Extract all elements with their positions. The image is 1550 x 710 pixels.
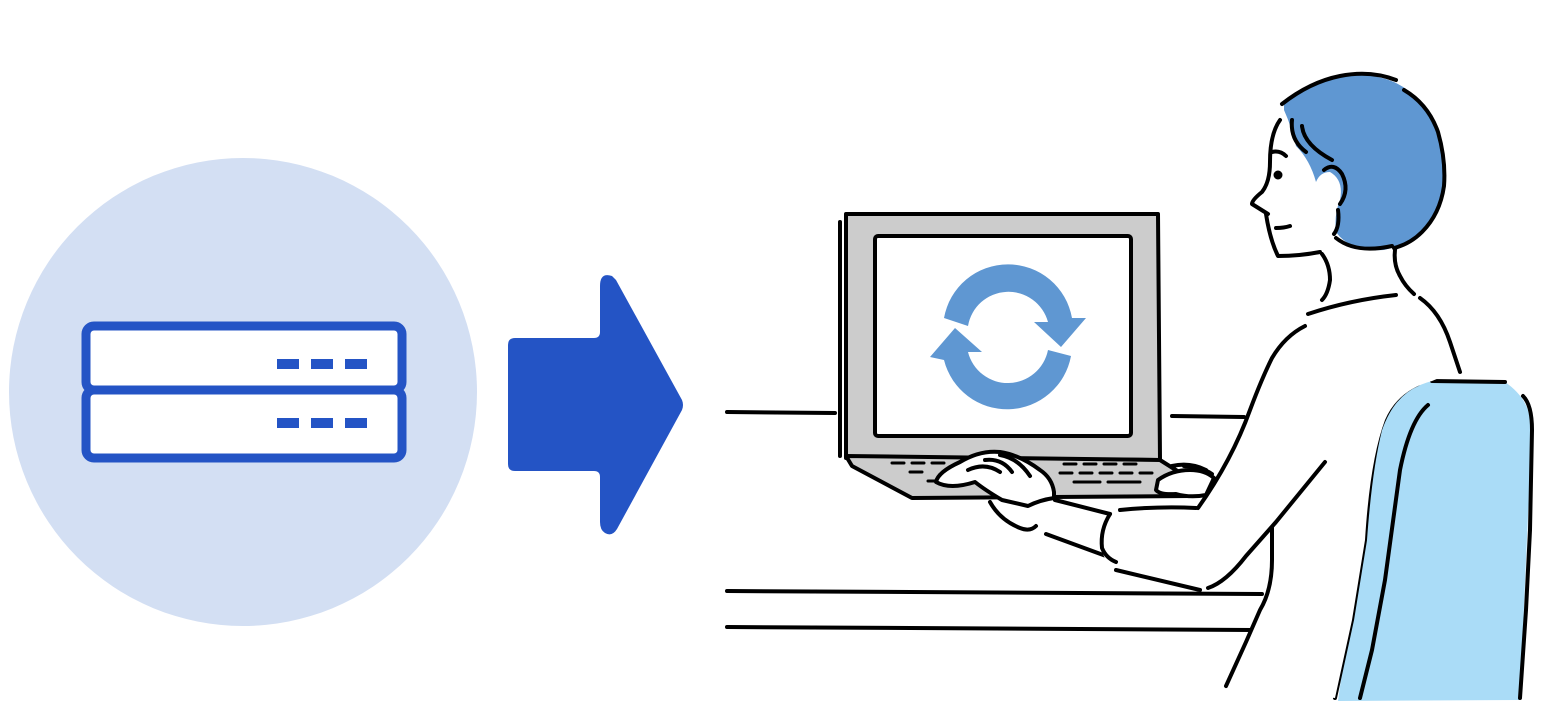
server-unit-top — [81, 321, 407, 395]
laptop-screen — [873, 234, 1133, 438]
sync-icon — [930, 264, 1086, 410]
server-unit-bottom — [81, 385, 407, 463]
right-hand — [1154, 468, 1216, 499]
right-arrow-icon — [508, 275, 683, 535]
server-icon — [81, 321, 407, 463]
desk — [725, 410, 1264, 632]
torso — [1101, 294, 1458, 698]
person-at-laptop — [725, 71, 1534, 701]
hair — [1284, 74, 1445, 251]
server-badge — [9, 158, 477, 626]
laptop — [838, 212, 1200, 500]
chair — [1338, 380, 1530, 701]
eye — [1273, 170, 1283, 180]
left-hand — [934, 449, 1056, 508]
